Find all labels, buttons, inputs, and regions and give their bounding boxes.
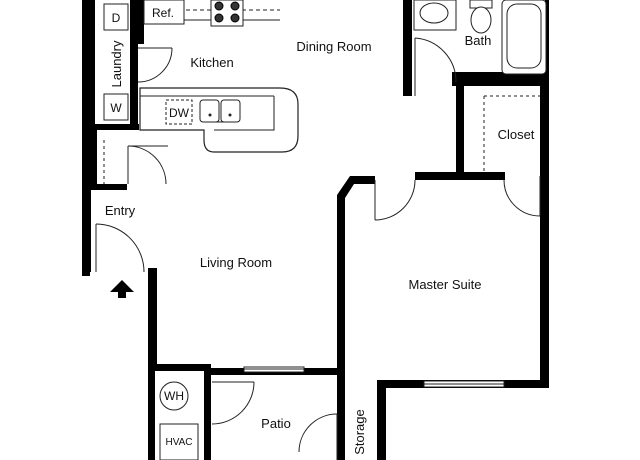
door-utility	[211, 381, 255, 425]
wall-entry-bottom	[82, 272, 90, 276]
label-laundry: Laundry	[109, 40, 124, 87]
wall-kitchen-top-left	[138, 0, 144, 44]
label-washer: W	[110, 101, 122, 115]
door-closet	[503, 176, 541, 217]
dryer-box	[103, 3, 129, 31]
door-master	[374, 179, 416, 221]
kitchen-counter	[139, 87, 299, 153]
refrigerator-box	[143, 0, 185, 25]
label-living-room: Living Room	[200, 255, 272, 270]
label-dishwasher: DW	[169, 106, 190, 120]
wall-laundry-right	[130, 0, 138, 128]
door-bath	[414, 37, 457, 96]
doors	[95, 37, 541, 460]
label-master-suite: Master Suite	[409, 277, 482, 292]
label-hvac: HVAC	[165, 437, 192, 448]
closet-rod	[483, 95, 540, 172]
water-heater-circle	[159, 381, 189, 411]
wall-utility-top	[148, 364, 208, 371]
wall-storage-left	[337, 368, 345, 460]
label-dryer: D	[112, 11, 121, 25]
label-closet: Closet	[498, 127, 535, 142]
wall-bath-right	[545, 0, 549, 80]
wall-laundry-bottom	[91, 124, 139, 130]
label-patio: Patio	[261, 416, 291, 431]
thin-lines	[103, 9, 540, 388]
bathtub-icon	[506, 3, 542, 69]
wall-closet-top	[456, 78, 549, 86]
label-storage: Storage	[352, 409, 367, 455]
entry-arrow-icon	[110, 280, 134, 298]
wall-bath-left	[403, 0, 412, 96]
door-laundry	[137, 47, 173, 83]
wall-master-right	[540, 172, 549, 384]
stove-icon	[210, 0, 244, 27]
wall-master-left	[337, 176, 375, 380]
wall-closet-right	[540, 78, 549, 176]
label-dining-room: Dining Room	[296, 39, 371, 54]
sink-icon	[199, 99, 241, 123]
wall-closet-left	[456, 82, 464, 180]
washer-box	[103, 93, 129, 121]
wall-living-left	[148, 268, 157, 370]
bath-fixtures	[413, 0, 547, 75]
door-entry	[95, 223, 145, 273]
counter-inner-edge	[214, 96, 275, 131]
wall-utility-right	[204, 364, 211, 460]
dishwasher-box	[165, 99, 193, 125]
door-storage	[298, 413, 338, 460]
wall-storage-right	[377, 380, 386, 460]
bath-sink-icon	[419, 2, 449, 24]
wall-entry-closet-left	[91, 124, 97, 190]
toilet-icon	[470, 6, 492, 34]
label-bath: Bath	[465, 33, 492, 48]
label-refrigerator: Ref.	[152, 6, 174, 20]
wall-entry-closet-bottom	[91, 184, 127, 190]
hvac-box	[159, 423, 199, 460]
wall-bath-bottom	[452, 72, 549, 80]
label-entry: Entry	[105, 203, 136, 218]
wall-left-outer	[82, 0, 91, 272]
wall-utility-left	[148, 364, 155, 460]
wall-bath-left-top	[403, 0, 407, 30]
wall-laundry-left	[91, 0, 95, 128]
label-kitchen: Kitchen	[190, 55, 233, 70]
label-water-heater: WH	[164, 389, 184, 403]
walls	[82, 0, 549, 460]
door-entry-closet	[127, 145, 168, 185]
